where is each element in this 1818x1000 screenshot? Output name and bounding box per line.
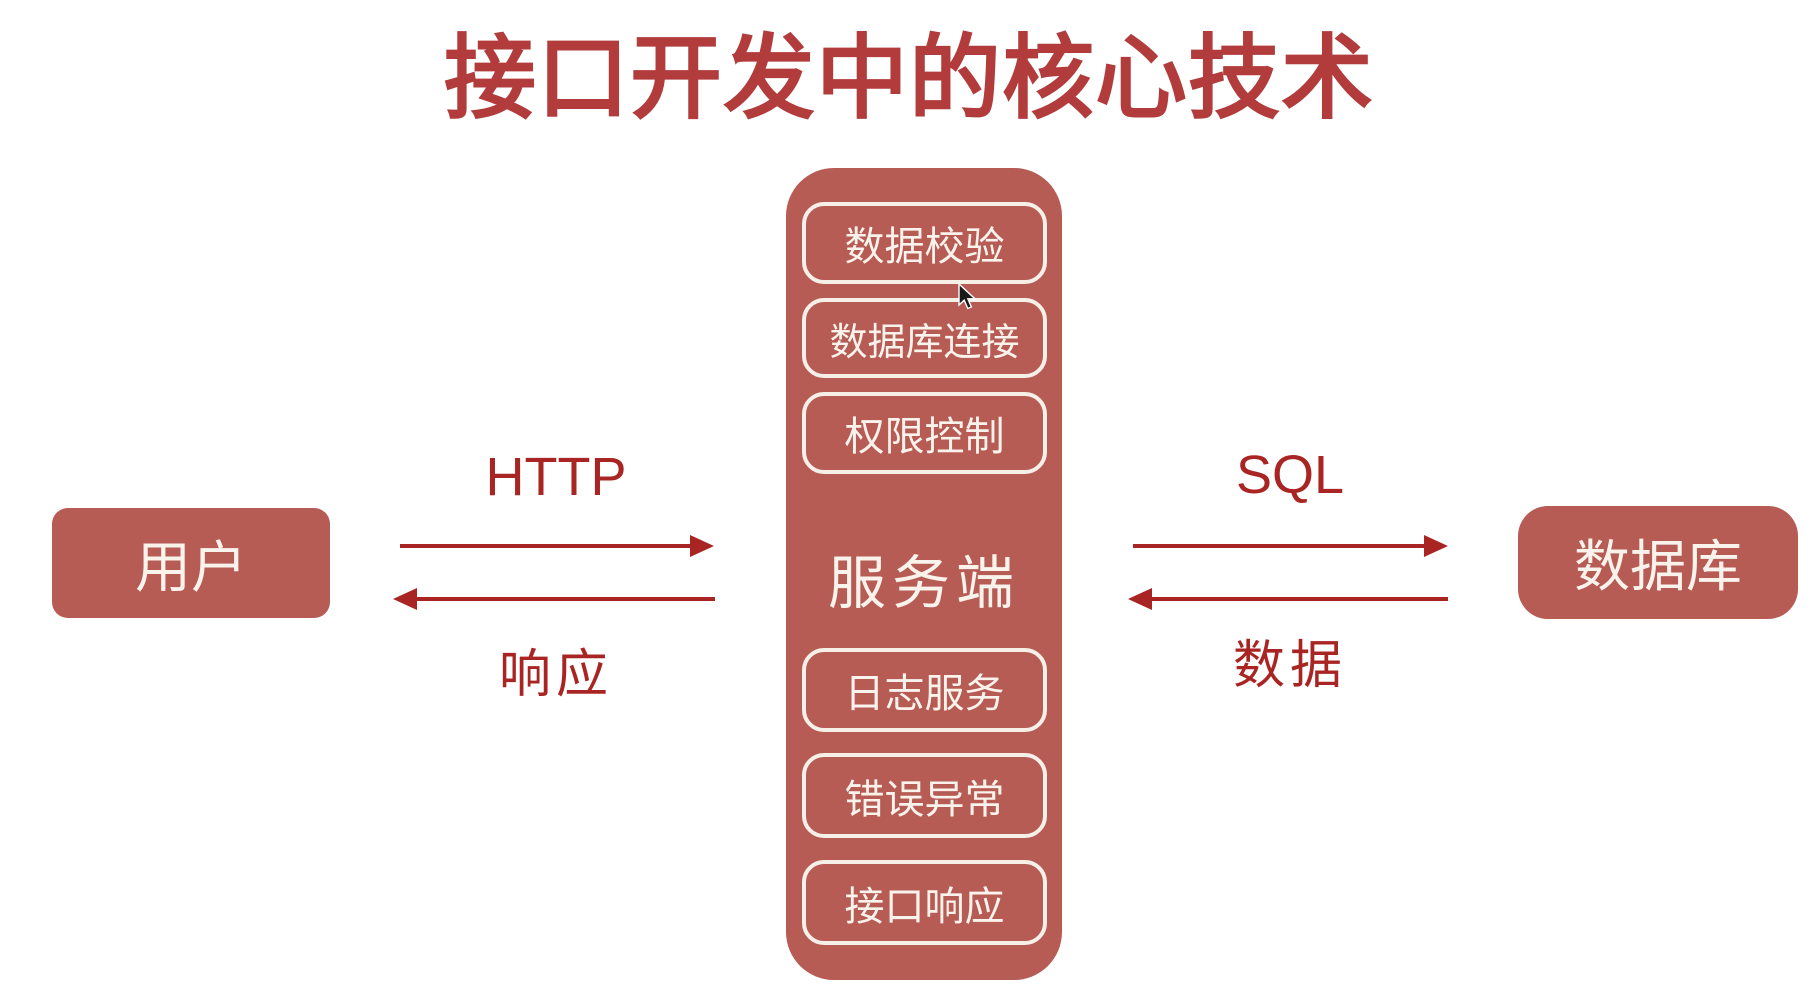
arrow-http-request bbox=[400, 535, 714, 557]
http-label: HTTP bbox=[485, 447, 627, 507]
server-module-label: 数据校验 bbox=[844, 225, 1005, 269]
sql-label: SQL bbox=[1235, 445, 1345, 505]
arrow-response bbox=[393, 588, 715, 610]
arrow-data-return bbox=[1128, 588, 1448, 610]
server-module-0: 数据校验 bbox=[802, 202, 1047, 284]
server-module-label: 权限控制 bbox=[844, 415, 1005, 459]
database-node: 数据库 bbox=[1518, 506, 1798, 619]
server-module-label: 错误异常 bbox=[844, 777, 1005, 822]
user-node-label: 用户 bbox=[135, 535, 247, 599]
server-node-label: 服务端 bbox=[827, 551, 1020, 616]
mouse-cursor-icon bbox=[958, 283, 977, 310]
server-module-label: 数据库连接 bbox=[829, 321, 1020, 364]
server-module-label: 接口响应 bbox=[844, 884, 1005, 929]
page-title: 接口开发中的核心技术 bbox=[443, 28, 1374, 130]
server-module-4: 错误异常 bbox=[802, 753, 1047, 838]
server-module-5: 接口响应 bbox=[802, 860, 1047, 945]
data-label: 数据 bbox=[1232, 637, 1347, 695]
server-module-label: 日志服务 bbox=[844, 672, 1005, 716]
response-label: 响应 bbox=[498, 646, 613, 704]
arrow-sql-query bbox=[1133, 535, 1448, 557]
server-module-1: 数据库连接 bbox=[802, 298, 1047, 378]
database-node-label: 数据库 bbox=[1574, 535, 1742, 598]
server-node: 数据校验 数据库连接 权限控制 服务端 日志服务 错误异常 接口响应 bbox=[786, 168, 1062, 980]
server-module-2: 权限控制 bbox=[802, 392, 1047, 474]
arrow-sql-and-data bbox=[1128, 535, 1448, 610]
user-node: 用户 bbox=[52, 508, 330, 618]
server-module-3: 日志服务 bbox=[802, 648, 1047, 732]
arrow-http-request-and-response bbox=[393, 535, 715, 610]
